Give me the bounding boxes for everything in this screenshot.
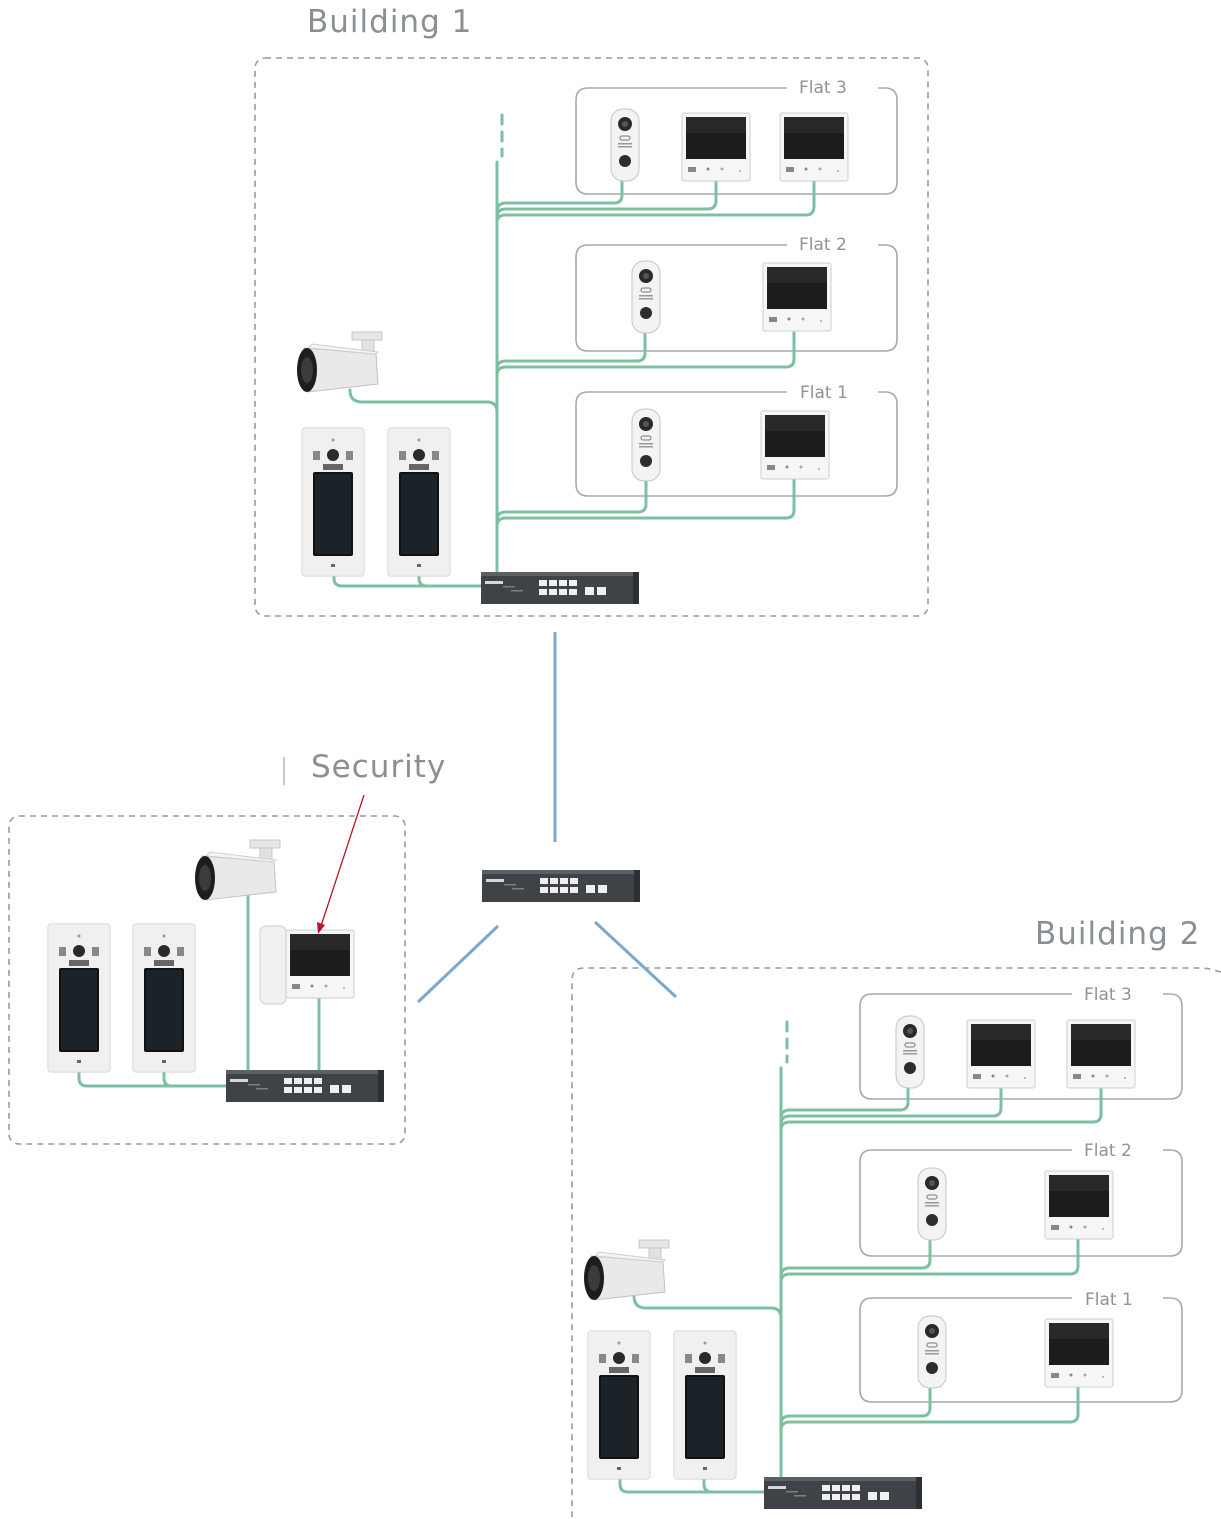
b1-flat-1-door-station-icon (631, 408, 661, 482)
b1-cables (332, 113, 816, 588)
b1-outdoor-panel-1-icon (301, 427, 365, 577)
uplink-cables (416, 632, 678, 1004)
building-1-zone (254, 57, 929, 617)
b1-flat-3-monitor-2-icon (779, 112, 849, 182)
security-zone (8, 815, 406, 1145)
security-title: Security (311, 749, 447, 785)
b1-flat-3-door-station-icon (610, 108, 640, 182)
b1-outdoor-panel-2-icon (387, 427, 451, 577)
b1-ip-camera-icon (296, 331, 383, 393)
b2-flat-3-monitor-2-icon (1066, 1019, 1136, 1089)
b2-cables (618, 1020, 1103, 1494)
b2-outdoor-panel-2-icon (673, 1330, 737, 1480)
security-title-marker (283, 757, 285, 785)
b2-poe-switch-icon (764, 1477, 922, 1509)
b2-flat-1-monitor-icon (1044, 1318, 1114, 1388)
central-poe-switch-icon (482, 870, 640, 902)
b2-flat-2-box (859, 1149, 1183, 1257)
b2-flat-3-door-station-icon (895, 1015, 925, 1089)
security-outdoor-panel-2-icon (132, 923, 196, 1073)
b1-flat-2-monitor-icon (762, 262, 832, 332)
b2-ip-camera-icon (583, 1239, 670, 1301)
b1-flat-2-door-station-icon (631, 260, 661, 334)
b1-flat-3-label: Flat 3 (791, 78, 855, 98)
b2-flat-1-label: Flat 1 (1077, 1290, 1141, 1310)
security-arrow (317, 794, 365, 934)
b1-poe-switch-icon (481, 572, 639, 604)
security-poe-switch-icon (226, 1070, 384, 1102)
building-2-zone (571, 967, 1221, 1519)
b2-flat-3-box (859, 993, 1183, 1100)
b1-flat-3-monitor-1-icon (681, 112, 751, 182)
b2-flat-2-monitor-icon (1044, 1170, 1114, 1240)
b2-flat-1-door-station-icon (917, 1315, 947, 1389)
security-ip-camera-icon (194, 839, 281, 901)
b2-flat-3-monitor-1-icon (966, 1019, 1036, 1089)
building-2-title: Building 2 (1035, 916, 1201, 952)
b2-flat-2-door-station-icon (917, 1167, 947, 1241)
security-monitor-icon (259, 925, 355, 1005)
b2-flat-2-label: Flat 2 (1076, 1141, 1140, 1161)
b1-flat-2-label: Flat 2 (791, 235, 855, 255)
b1-flat-3-box (575, 87, 898, 195)
b2-outdoor-panel-1-icon (587, 1330, 651, 1480)
b2-flat-1-box (859, 1297, 1183, 1403)
b2-flat-3-label: Flat 3 (1076, 985, 1140, 1005)
b1-flat-2-box (575, 244, 898, 352)
security-outdoor-panel-1-icon (47, 923, 111, 1073)
b1-flat-1-label: Flat 1 (792, 383, 856, 403)
b1-flat-1-monitor-icon (760, 410, 830, 480)
security-cables (77, 890, 321, 1088)
b1-flat-1-box (575, 391, 898, 497)
building-1-title: Building 1 (307, 4, 473, 40)
